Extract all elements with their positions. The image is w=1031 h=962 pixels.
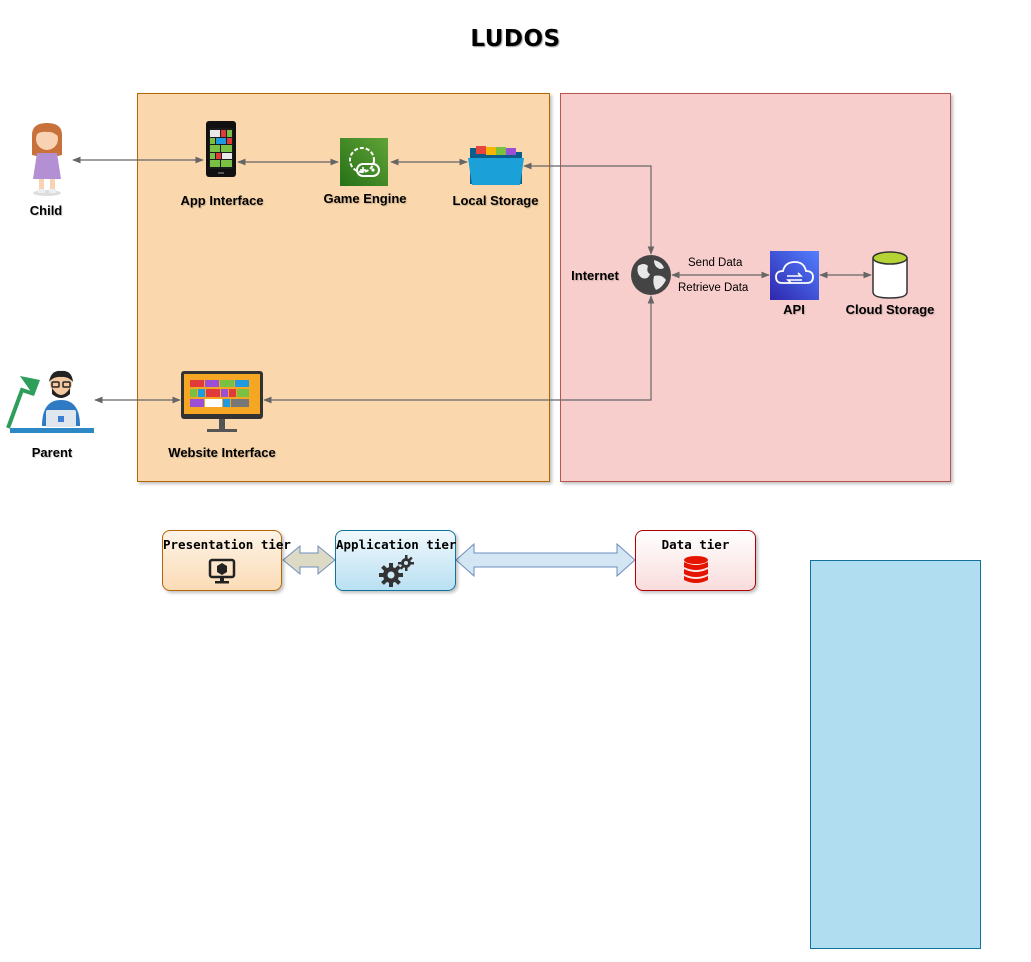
phone-icon [206,121,236,177]
application-tier-label: Application tier [336,537,457,552]
parent-icon [6,370,94,433]
application-tier-box: Application tier [335,530,456,591]
internet-label: Internet [571,268,619,283]
data-tier-box: Data tier [635,530,756,591]
diagram-title: LUDOS [470,26,561,52]
edge-website-internet [263,295,655,404]
local-storage-label: Local Storage [452,193,539,208]
app-interface-label: App Interface [180,193,264,208]
gears-icon [378,555,414,587]
website-interface-label: Website Interface [168,445,276,460]
send-data-label: Send Data [688,257,743,269]
presentation-tier-box: Presentation tier [162,530,291,591]
cloud-storage-icon [872,251,908,299]
presentation-tier-label: Presentation tier [163,537,291,552]
child-icon [32,123,62,196]
tier-arrow-application-data [455,542,636,578]
monitor-icon [181,371,263,432]
presentation-monitor-icon [208,558,236,584]
api-label: API [783,302,805,317]
blank-blue-zone [810,560,981,949]
database-icon [683,556,708,583]
api-cloud-sync-icon [770,251,819,300]
folder-icon [468,146,524,185]
globe-icon [631,255,671,295]
child-label: Child [29,203,63,218]
data-tier-label: Data tier [661,537,730,552]
game-engine-icon [340,138,388,186]
retrieve-data-label: Retrieve Data [678,282,749,294]
edge-storage-internet [523,162,655,255]
game-engine-label: Game Engine [323,191,407,206]
parent-label: Parent [31,445,73,460]
cloud-storage-label: Cloud Storage [845,302,935,317]
